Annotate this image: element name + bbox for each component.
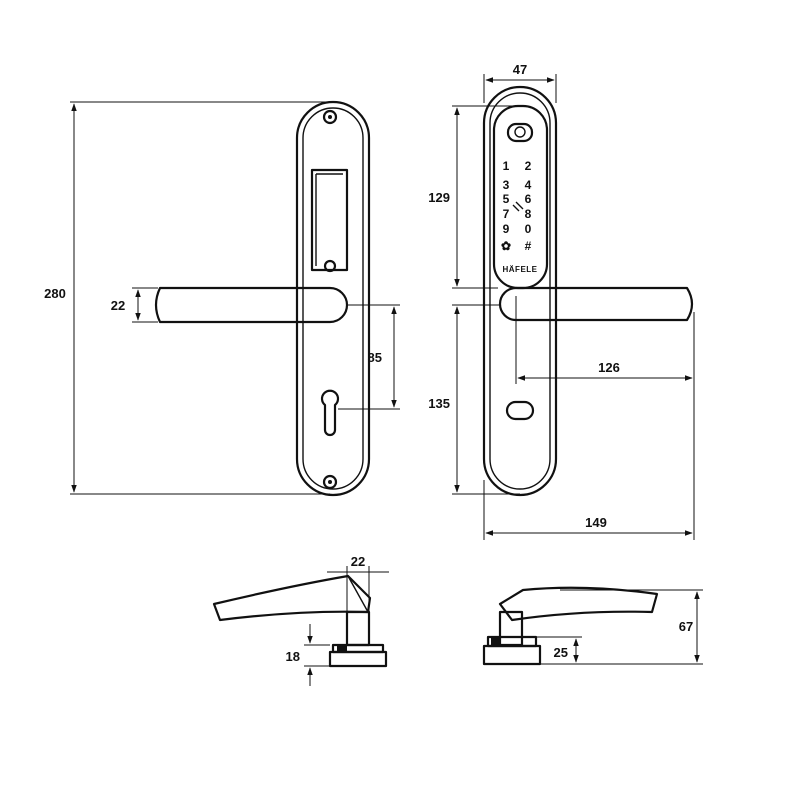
fingerprint-sensor[interactable] bbox=[506, 122, 534, 143]
key-3[interactable]: 3 bbox=[503, 178, 510, 192]
back-plate-outer bbox=[482, 85, 558, 497]
dim-front-handle-to-cylinder: 85 bbox=[368, 350, 382, 365]
dim-front-handle-thickness: 22 bbox=[111, 298, 125, 313]
key-2[interactable]: 2 bbox=[525, 159, 532, 173]
front-top-screw-hole-icon bbox=[328, 115, 332, 119]
dim-front-height: 280 bbox=[44, 286, 66, 301]
key-8[interactable]: 8 bbox=[525, 207, 532, 221]
key-star-icon[interactable]: ✿ bbox=[501, 239, 511, 253]
key-lock-icon bbox=[512, 201, 524, 212]
back-dimensions: 47 129 135 126 149 bbox=[428, 62, 695, 540]
front-handle bbox=[154, 286, 349, 324]
keypad-keys: 1 2 3 4 5 6 7 8 9 0 ✿ # bbox=[501, 159, 532, 253]
side-left-rose-fill bbox=[337, 646, 347, 652]
side-view-left bbox=[212, 574, 388, 668]
key-0[interactable]: 0 bbox=[525, 222, 532, 236]
brand-logo: HÄFELE bbox=[503, 265, 538, 274]
front-bottom-screw-icon bbox=[322, 474, 338, 490]
front-plate-inner bbox=[302, 107, 364, 490]
side-right-lever bbox=[498, 586, 659, 622]
front-view bbox=[154, 100, 371, 497]
front-bottom-screw-hole-icon bbox=[328, 480, 332, 484]
dim-side-rose-height: 18 bbox=[286, 649, 300, 664]
front-plate-outer bbox=[295, 100, 371, 497]
side-left-neck bbox=[345, 610, 371, 647]
key-7[interactable]: 7 bbox=[503, 207, 510, 221]
key-6[interactable]: 6 bbox=[525, 192, 532, 206]
dim-side-rose-width: 22 bbox=[351, 554, 365, 569]
dim-back-total-width: 149 bbox=[585, 515, 607, 530]
side-left-rose-base bbox=[328, 650, 388, 668]
fingerprint-icon bbox=[514, 126, 526, 138]
back-thumbturn-icon bbox=[505, 400, 535, 421]
side-left-dimensions: 22 18 bbox=[286, 554, 389, 686]
side-right-dimensions: 25 67 bbox=[536, 589, 703, 665]
back-view: 1 2 3 4 5 6 7 8 9 0 ✿ # HÄFELE bbox=[482, 85, 694, 497]
front-dimensions: 280 22 85 bbox=[44, 101, 400, 495]
dim-back-handle-projection: 126 bbox=[598, 360, 620, 375]
key-1[interactable]: 1 bbox=[503, 159, 510, 173]
key-4[interactable]: 4 bbox=[525, 178, 532, 192]
front-top-screw-icon bbox=[322, 109, 338, 125]
front-cylinder-hole-icon bbox=[320, 389, 340, 437]
key-9[interactable]: 9 bbox=[503, 222, 510, 236]
side-view-right bbox=[482, 586, 659, 666]
key-hash[interactable]: # bbox=[525, 239, 532, 253]
side-right-rose-fill bbox=[491, 638, 499, 646]
dim-back-lower-height: 135 bbox=[428, 396, 450, 411]
back-handle bbox=[498, 286, 694, 322]
front-battery-cover bbox=[310, 168, 349, 272]
dim-back-width: 47 bbox=[513, 62, 527, 77]
side-right-rose-base bbox=[482, 644, 542, 666]
key-5[interactable]: 5 bbox=[503, 192, 510, 206]
dim-side-base-height: 25 bbox=[554, 645, 568, 660]
front-release-hole-icon bbox=[323, 259, 337, 273]
dim-back-keypad-height: 129 bbox=[428, 190, 450, 205]
dim-side-total-height: 67 bbox=[679, 619, 693, 634]
back-plate-inner bbox=[489, 92, 551, 490]
